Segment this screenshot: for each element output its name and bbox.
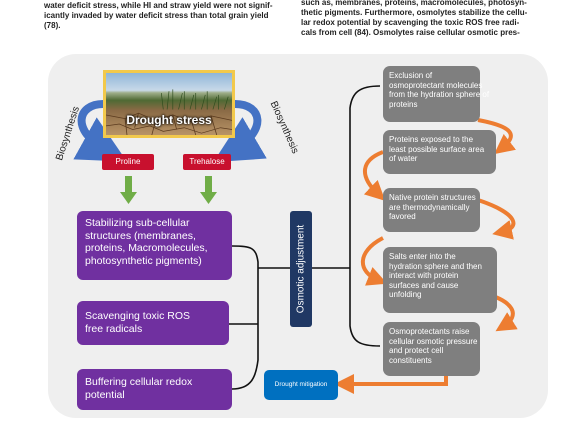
left-curved-arrow (73, 100, 127, 162)
mechanism-1-line-3: from the hydration sphere of (389, 90, 490, 99)
mechanism-4-line-5: unfolding (389, 290, 422, 299)
right-bracket (312, 85, 381, 347)
mechanism-box-1: Exclusion of osmoprotectant molecules fr… (383, 66, 490, 122)
stabilizing-line-4: photosynthetic pigments) (85, 254, 202, 267)
orange-flow-arrows (334, 118, 518, 394)
stabilizing-line-1: Stabilizing sub-cellular (85, 217, 190, 229)
left-line-1: water deficit stress, while HI and straw… (44, 1, 273, 10)
mechanism-1-line-4: proteins (389, 99, 418, 109)
mechanism-4-line-4: surfaces and cause (389, 280, 459, 290)
right-line-4: cals from cell (84). Osmolytes raise cel… (301, 28, 520, 37)
right-curved-arrow (213, 100, 267, 163)
mechanism-5-line-4: constituents (389, 355, 432, 365)
osmotic-adjustment-label: Osmotic adjustment (295, 224, 307, 314)
stabilizing-line-3: proteins, Macromolecules, (85, 242, 208, 254)
scavenging-line-2: free radicals (85, 322, 143, 335)
drought-stress-label: Drought stress (126, 113, 212, 127)
right-line-2: thetic pigments. Furthermore, osmolytes … (301, 8, 528, 17)
mechanism-1-line-1: Exclusion of (389, 71, 433, 80)
left-line-3: (78). (44, 21, 61, 30)
mechanism-2-line-2: least possible surface area (389, 144, 485, 154)
trehalose-box: Trehalose (183, 154, 231, 170)
mechanism-4-line-1: Salts enter into the (389, 252, 456, 261)
right-line-3: lar redox potential by scavenging the to… (301, 18, 520, 27)
right-column-text: such as, membranes, proteins, macromolec… (301, 0, 527, 38)
mechanism-box-5: Osmoprotectants raise cellular osmotic p… (383, 322, 480, 376)
left-bracket (229, 245, 290, 390)
green-arrow-left (120, 176, 137, 204)
mechanism-box-2: Proteins exposed to the least possible s… (383, 130, 496, 174)
right-line-1: such as, membranes, proteins, macromolec… (301, 0, 527, 7)
mechanism-2-line-3: of water (389, 154, 418, 163)
mechanism-5-line-1: Osmoprotectants raise (389, 327, 470, 336)
left-line-2: icantly invaded by water deficit stress … (44, 11, 269, 20)
mechanism-box-4: Salts enter into the hydration sphere an… (383, 247, 497, 313)
mechanism-5-line-2: cellular osmotic pressure (389, 336, 478, 346)
mechanism-2-line-1: Proteins exposed to the (389, 135, 474, 144)
mechanism-3-line-2: are thermodynamically (389, 202, 470, 212)
left-column-text: water deficit stress, while HI and straw… (44, 1, 273, 31)
mechanism-4-line-3: interact with protein (389, 271, 459, 280)
scavenging-line-1: Scavenging toxic ROS (85, 310, 191, 322)
buffering-line-1: Buffering cellular redox (85, 376, 193, 388)
drought-stress-image: Drought stress (103, 70, 235, 138)
buffering-line-2: potential (85, 388, 125, 401)
stabilizing-structures-box: Stabilizing sub-cellular structures (mem… (77, 211, 232, 280)
mechanism-box-3: Native protein structures are thermodyna… (383, 188, 480, 232)
mechanism-4-line-2: hydration sphere and then (389, 261, 482, 271)
scavenging-ros-box: Scavenging toxic ROS free radicals (77, 301, 229, 345)
mechanism-1-line-2: osmoprotectant molecules (389, 80, 483, 90)
osmotic-adjustment-box: Osmotic adjustment (290, 211, 312, 327)
mechanism-3-line-3: favored (389, 212, 416, 221)
mechanism-3-line-1: Native protein structures (389, 193, 476, 202)
green-arrow-right (200, 176, 217, 204)
stabilizing-line-2: structures (membranes, (85, 229, 196, 242)
buffering-redox-box: Buffering cellular redox potential (77, 369, 232, 410)
drought-mitigation-box: Drought mitigation (264, 370, 338, 400)
proline-box: Proline (102, 154, 154, 170)
cracked-soil-icon (106, 89, 232, 135)
mechanism-5-line-3: and protect cell (389, 346, 444, 355)
